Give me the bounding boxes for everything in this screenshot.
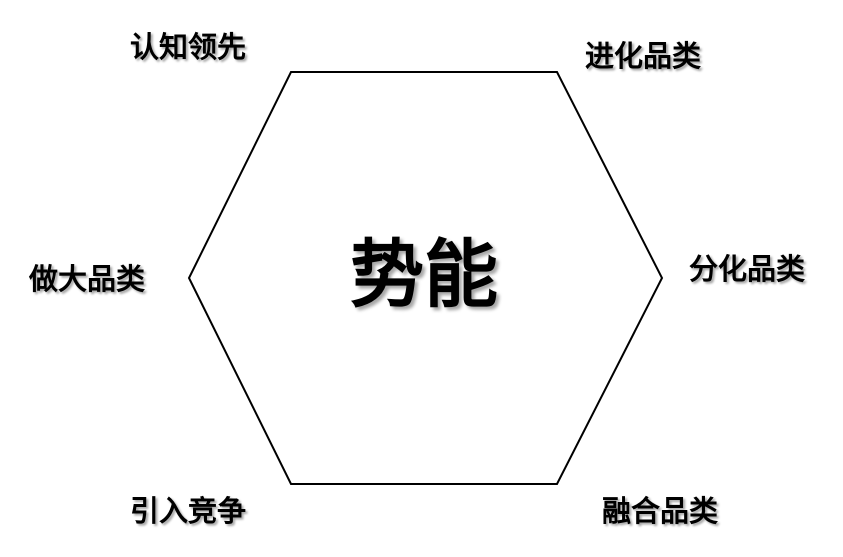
label-left: 做大品类 [29,262,146,296]
label-bottom-left: 引入竞争 [130,494,247,528]
label-bottom-right: 融合品类 [602,494,719,528]
label-right: 分化品类 [689,252,806,286]
center-label: 势能 [350,232,498,318]
label-top-left: 认知领先 [130,30,247,64]
label-top-right: 进化品类 [585,39,702,73]
hexagon-shape [187,71,664,485]
